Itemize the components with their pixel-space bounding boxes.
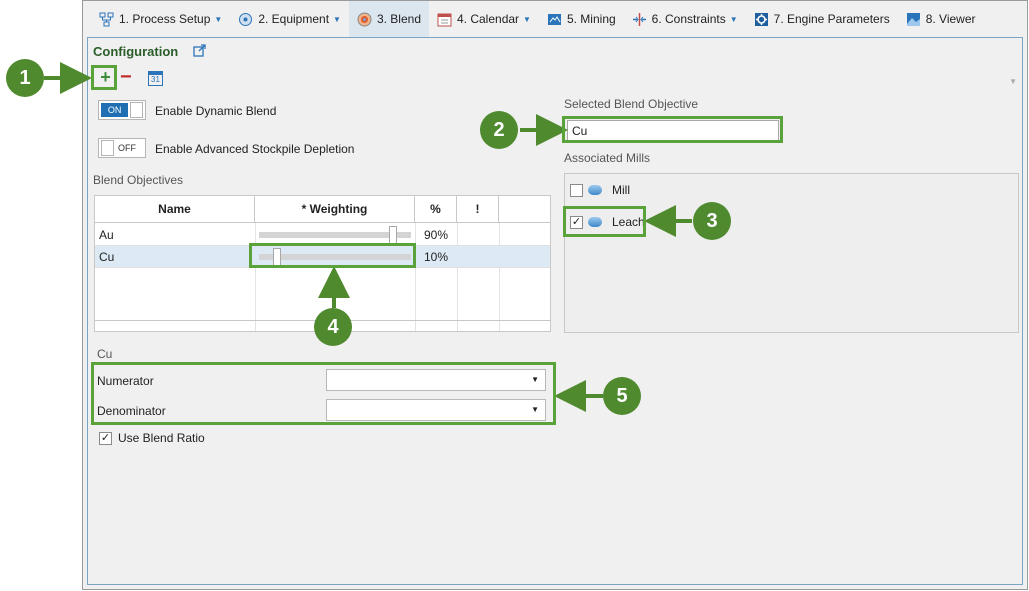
gear-icon (754, 12, 769, 27)
column-header-flag[interactable]: ! (457, 196, 499, 223)
annotation-badge-3: 3 (693, 202, 731, 240)
tab-mining[interactable]: 5. Mining (539, 1, 624, 37)
highlight-weighting-slider (249, 243, 416, 268)
objective-detail-title: Cu (97, 347, 113, 361)
stockpile-depletion-label: Enable Advanced Stockpile Depletion (155, 142, 355, 156)
use-blend-ratio-option[interactable]: ✓ Use Blend Ratio (99, 431, 205, 445)
tab-blend[interactable]: 3. Blend (348, 1, 429, 37)
annotation-badge-2: 2 (480, 111, 518, 149)
toggle-state: OFF (118, 143, 136, 153)
chevron-down-icon: ▼ (214, 14, 223, 24)
mining-icon (547, 12, 562, 27)
tab-label: 4. Calendar (457, 12, 520, 26)
calendar-icon (437, 12, 452, 27)
table-header: Name * Weighting % ! (95, 196, 550, 223)
annotation-badge-4: 4 (314, 308, 352, 346)
leach-checkbox[interactable]: ✓ (570, 215, 583, 229)
numerator-label: Numerator (97, 374, 154, 388)
mill-icon (588, 185, 602, 195)
list-item[interactable]: ✓ Leach (570, 215, 645, 229)
objective-name: Cu (99, 250, 115, 264)
dynamic-blend-toggle[interactable]: ON (98, 100, 146, 120)
toggle-state: ON (101, 103, 129, 117)
numerator-dropdown[interactable]: ▼ (326, 369, 546, 391)
chevron-down-icon: ▼ (531, 405, 539, 414)
weighting-slider-track (259, 232, 411, 238)
column-header-weighting[interactable]: * Weighting (255, 196, 415, 223)
process-setup-icon (99, 12, 114, 27)
associated-mills-label: Associated Mills (564, 151, 651, 165)
weighting-slider-track (259, 254, 411, 260)
blend-configuration-window: 1. Process Setup ▼ 2. Equipment ▼ 3. Ble… (82, 0, 1028, 590)
objective-percent: 10% (424, 250, 449, 264)
chevron-down-icon: ▼ (333, 14, 341, 24)
mill-checkbox[interactable] (570, 183, 583, 197)
open-external-icon[interactable] (193, 44, 206, 60)
highlight-leach-mill (563, 206, 646, 237)
blend-objectives-table: Name * Weighting % ! Au 90% Cu 10% (94, 195, 551, 332)
main-tab-bar: 1. Process Setup ▼ 2. Equipment ▼ 3. Ble… (83, 1, 1027, 37)
toggle-knob (130, 102, 143, 118)
mill-name: Leach (612, 215, 645, 229)
mill-icon (588, 217, 602, 227)
highlight-add-button (91, 65, 117, 90)
tab-label: 7. Engine Parameters (773, 12, 890, 26)
dynamic-blend-label: Enable Dynamic Blend (155, 104, 277, 118)
tab-engine-parameters[interactable]: 7. Engine Parameters (746, 1, 898, 37)
annotation-badge-1: 1 (6, 59, 44, 97)
tab-label: 6. Constraints (651, 12, 726, 26)
tab-label: 3. Blend (376, 12, 421, 26)
tab-label: 2. Equipment (258, 12, 330, 26)
column-header-percent[interactable]: % (415, 196, 457, 223)
chevron-down-icon: ▼ (729, 14, 738, 24)
objective-name: Au (99, 228, 114, 242)
equipment-icon (238, 12, 253, 27)
remove-objective-button[interactable]: − (120, 66, 132, 88)
add-objective-button[interactable]: + (100, 67, 111, 87)
collapse-chevron-icon[interactable]: ▼ (1009, 77, 1017, 86)
annotation-badge-5: 5 (603, 377, 641, 415)
tab-viewer[interactable]: 8. Viewer (898, 1, 984, 37)
denominator-dropdown[interactable]: ▼ (326, 399, 546, 421)
tab-label: 5. Mining (566, 12, 616, 26)
viewer-icon (906, 12, 921, 27)
blend-icon (357, 12, 372, 27)
chevron-down-icon: ▼ (531, 375, 539, 384)
selected-objective-label: Selected Blend Objective (564, 97, 699, 111)
configuration-title: Configuration (93, 44, 179, 59)
tab-label: 1. Process Setup (119, 12, 211, 26)
stockpile-depletion-toggle[interactable]: OFF (98, 138, 146, 158)
toggle-knob (101, 140, 114, 156)
constraints-icon (632, 12, 647, 27)
objective-percent: 90% (424, 228, 449, 242)
associated-mills-list: Mill ✓ Leach (564, 173, 1019, 333)
denominator-label: Denominator (97, 404, 166, 418)
list-item[interactable]: Mill (570, 183, 630, 197)
tab-label: 8. Viewer (925, 12, 976, 26)
tab-constraints[interactable]: 6. Constraints ▼ (624, 1, 746, 37)
blend-objectives-label: Blend Objectives (93, 173, 184, 187)
tab-process-setup[interactable]: 1. Process Setup ▼ (91, 1, 230, 37)
highlight-selected-objective (562, 116, 783, 143)
chevron-down-icon: ▼ (523, 14, 531, 24)
mill-name: Mill (612, 183, 630, 197)
highlight-ratio-fields (91, 362, 556, 425)
tab-equipment[interactable]: 2. Equipment ▼ (230, 1, 349, 37)
calendar-button[interactable]: 31 (148, 71, 163, 86)
column-header-name[interactable]: Name (95, 196, 255, 223)
tab-calendar[interactable]: 4. Calendar ▼ (429, 1, 539, 37)
use-blend-ratio-checkbox[interactable]: ✓ (99, 431, 112, 445)
use-blend-ratio-label: Use Blend Ratio (118, 431, 205, 445)
